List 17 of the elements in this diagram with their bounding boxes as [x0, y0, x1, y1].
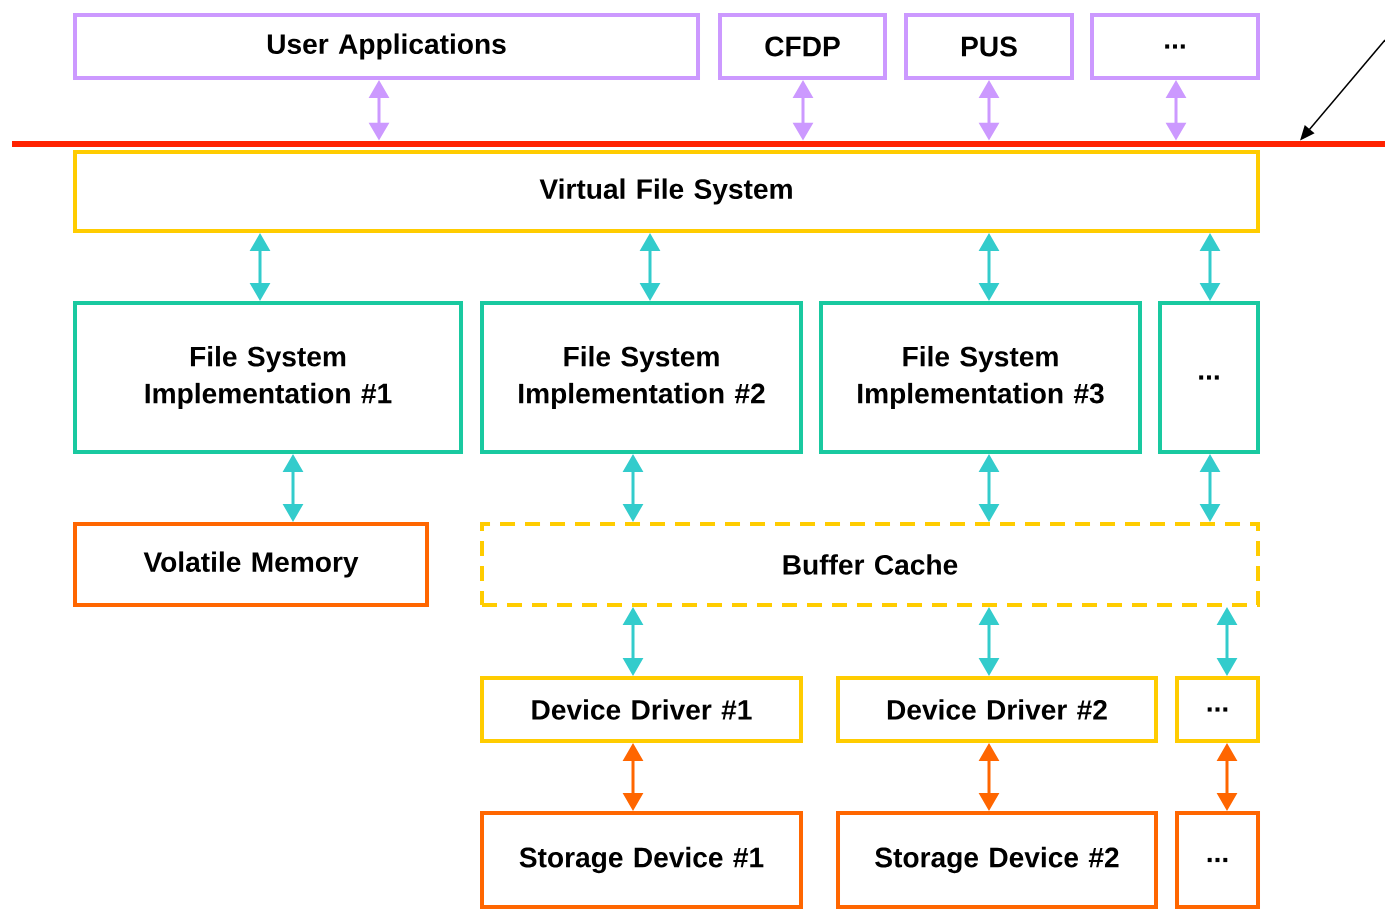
placeholder-box: ... — [1175, 676, 1260, 743]
layer-box: Virtual File System — [73, 150, 1260, 233]
driver-box: Device Driver #1 — [480, 676, 803, 743]
placeholder-box: ... — [1158, 301, 1260, 454]
memory-box: Volatile Memory — [73, 522, 429, 607]
implementation-box: File System Implementation #1 — [73, 301, 463, 454]
cache-box: Buffer Cache — [480, 522, 1260, 607]
protocol-box: CFDP — [718, 13, 887, 80]
placeholder-box: ... — [1090, 13, 1260, 80]
implementation-box: File System Implementation #3 — [819, 301, 1142, 454]
application-box: User Applications — [73, 13, 700, 80]
implementation-box: File System Implementation #2 — [480, 301, 803, 454]
placeholder-box: ... — [1175, 811, 1260, 909]
driver-box: Device Driver #2 — [836, 676, 1158, 743]
storage-box: Storage Device #1 — [480, 811, 803, 909]
protocol-box: PUS — [904, 13, 1074, 80]
storage-box: Storage Device #2 — [836, 811, 1158, 909]
